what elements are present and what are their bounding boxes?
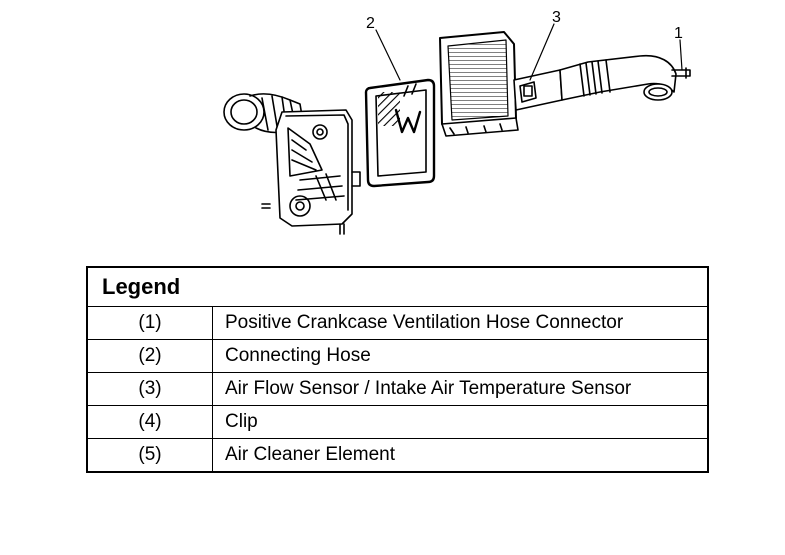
leader-lines (375, 23, 683, 81)
outlet-duct (559, 54, 677, 101)
callout-3: 3 (552, 9, 561, 26)
air-cleaner-element (364, 78, 436, 188)
legend-row: (2) Connecting Hose (86, 339, 709, 373)
air-cleaner-housing-lower (261, 109, 361, 235)
legend-row-description: Air Cleaner Element (212, 438, 709, 473)
intake-elbow (223, 93, 305, 134)
pcv-hose-connector (671, 67, 691, 79)
legend-row-description: Clip (212, 405, 709, 439)
callout-2: 2 (366, 15, 375, 32)
legend-row: (5) Air Cleaner Element (86, 438, 709, 473)
legend-row: (4) Clip (86, 405, 709, 439)
air-cleaner-cover (439, 31, 519, 137)
legend-row: (1) Positive Crankcase Ventilation Hose … (86, 306, 709, 340)
legend-table: Legend (1) Positive Crankcase Ventilatio… (86, 266, 709, 473)
legend-row-number: (1) (86, 306, 213, 340)
legend-row-description: Positive Crankcase Ventilation Hose Conn… (212, 306, 709, 340)
legend-row-number: (5) (86, 438, 213, 473)
legend-row: (3) Air Flow Sensor / Intake Air Tempera… (86, 372, 709, 406)
legend-row-number: (3) (86, 372, 213, 406)
legend-row-number: (2) (86, 339, 213, 373)
legend-title: Legend (86, 266, 709, 307)
legend-row-description: Connecting Hose (212, 339, 709, 373)
legend-header-row: Legend (86, 266, 709, 307)
legend-row-number: (4) (86, 405, 213, 439)
air-flow-sensor (513, 69, 563, 111)
air-intake-diagram: 1 2 3 (223, 9, 691, 235)
legend-row-description: Air Flow Sensor / Intake Air Temperature… (212, 372, 709, 406)
callout-1: 1 (674, 25, 683, 42)
